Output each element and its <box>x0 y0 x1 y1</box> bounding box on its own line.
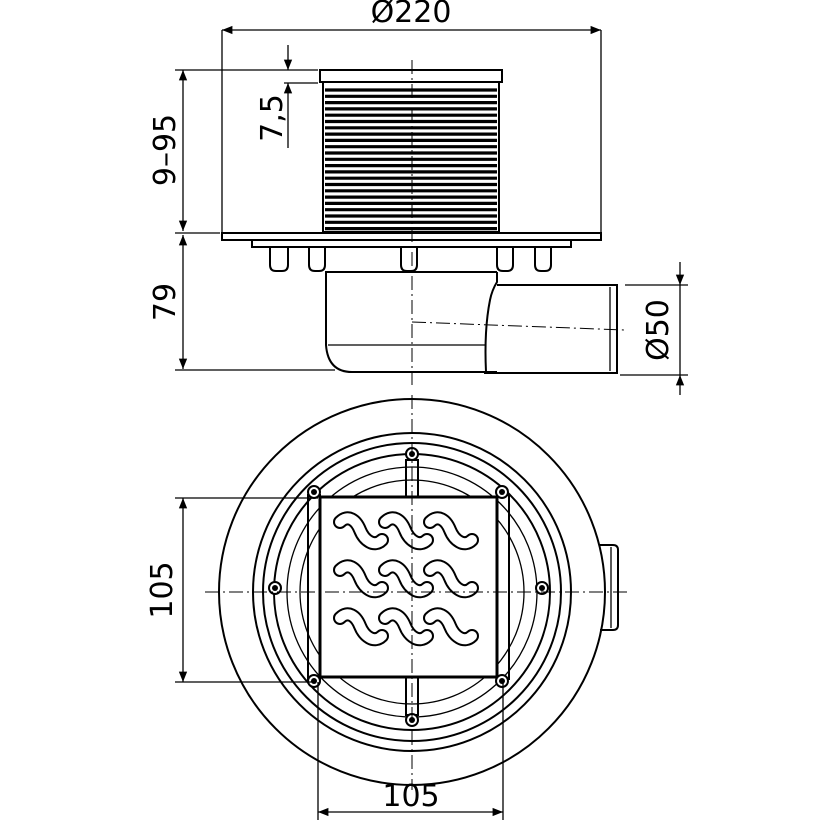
wave-slot <box>333 511 389 551</box>
dim-grate-height: 105 <box>145 561 180 618</box>
dim-body-height: 79 <box>148 283 183 321</box>
wave-slot <box>378 511 434 551</box>
top-dimensions: 105 105 <box>145 497 504 820</box>
wave-slot <box>423 559 479 599</box>
dim-grate-thickness: 7,5 <box>255 94 290 142</box>
top-view <box>205 395 628 790</box>
drain-body <box>325 272 497 373</box>
outlet-pipe <box>484 284 618 374</box>
side-view <box>221 60 626 385</box>
side-dimensions: Ø220 9–95 79 7,5 Ø50 <box>148 0 688 395</box>
wave-slot <box>423 511 479 551</box>
dim-overall-diameter: Ø220 <box>371 0 452 30</box>
support-legs <box>269 247 552 273</box>
grate-top <box>319 69 503 83</box>
dim-height-adjust: 9–95 <box>148 114 183 186</box>
wave-slot <box>333 559 389 599</box>
wave-slot <box>423 607 479 647</box>
dim-outlet-diameter: Ø50 <box>641 299 676 361</box>
grate-ribs <box>325 88 497 231</box>
body-curve <box>484 272 498 373</box>
dim-grate-width: 105 <box>382 779 439 814</box>
wave-slot <box>333 607 389 647</box>
outlet-stub <box>600 544 619 631</box>
bolts <box>268 447 549 727</box>
wave-slot <box>378 607 434 647</box>
wave-slot <box>378 559 434 599</box>
grate-wave-slots <box>333 511 479 647</box>
